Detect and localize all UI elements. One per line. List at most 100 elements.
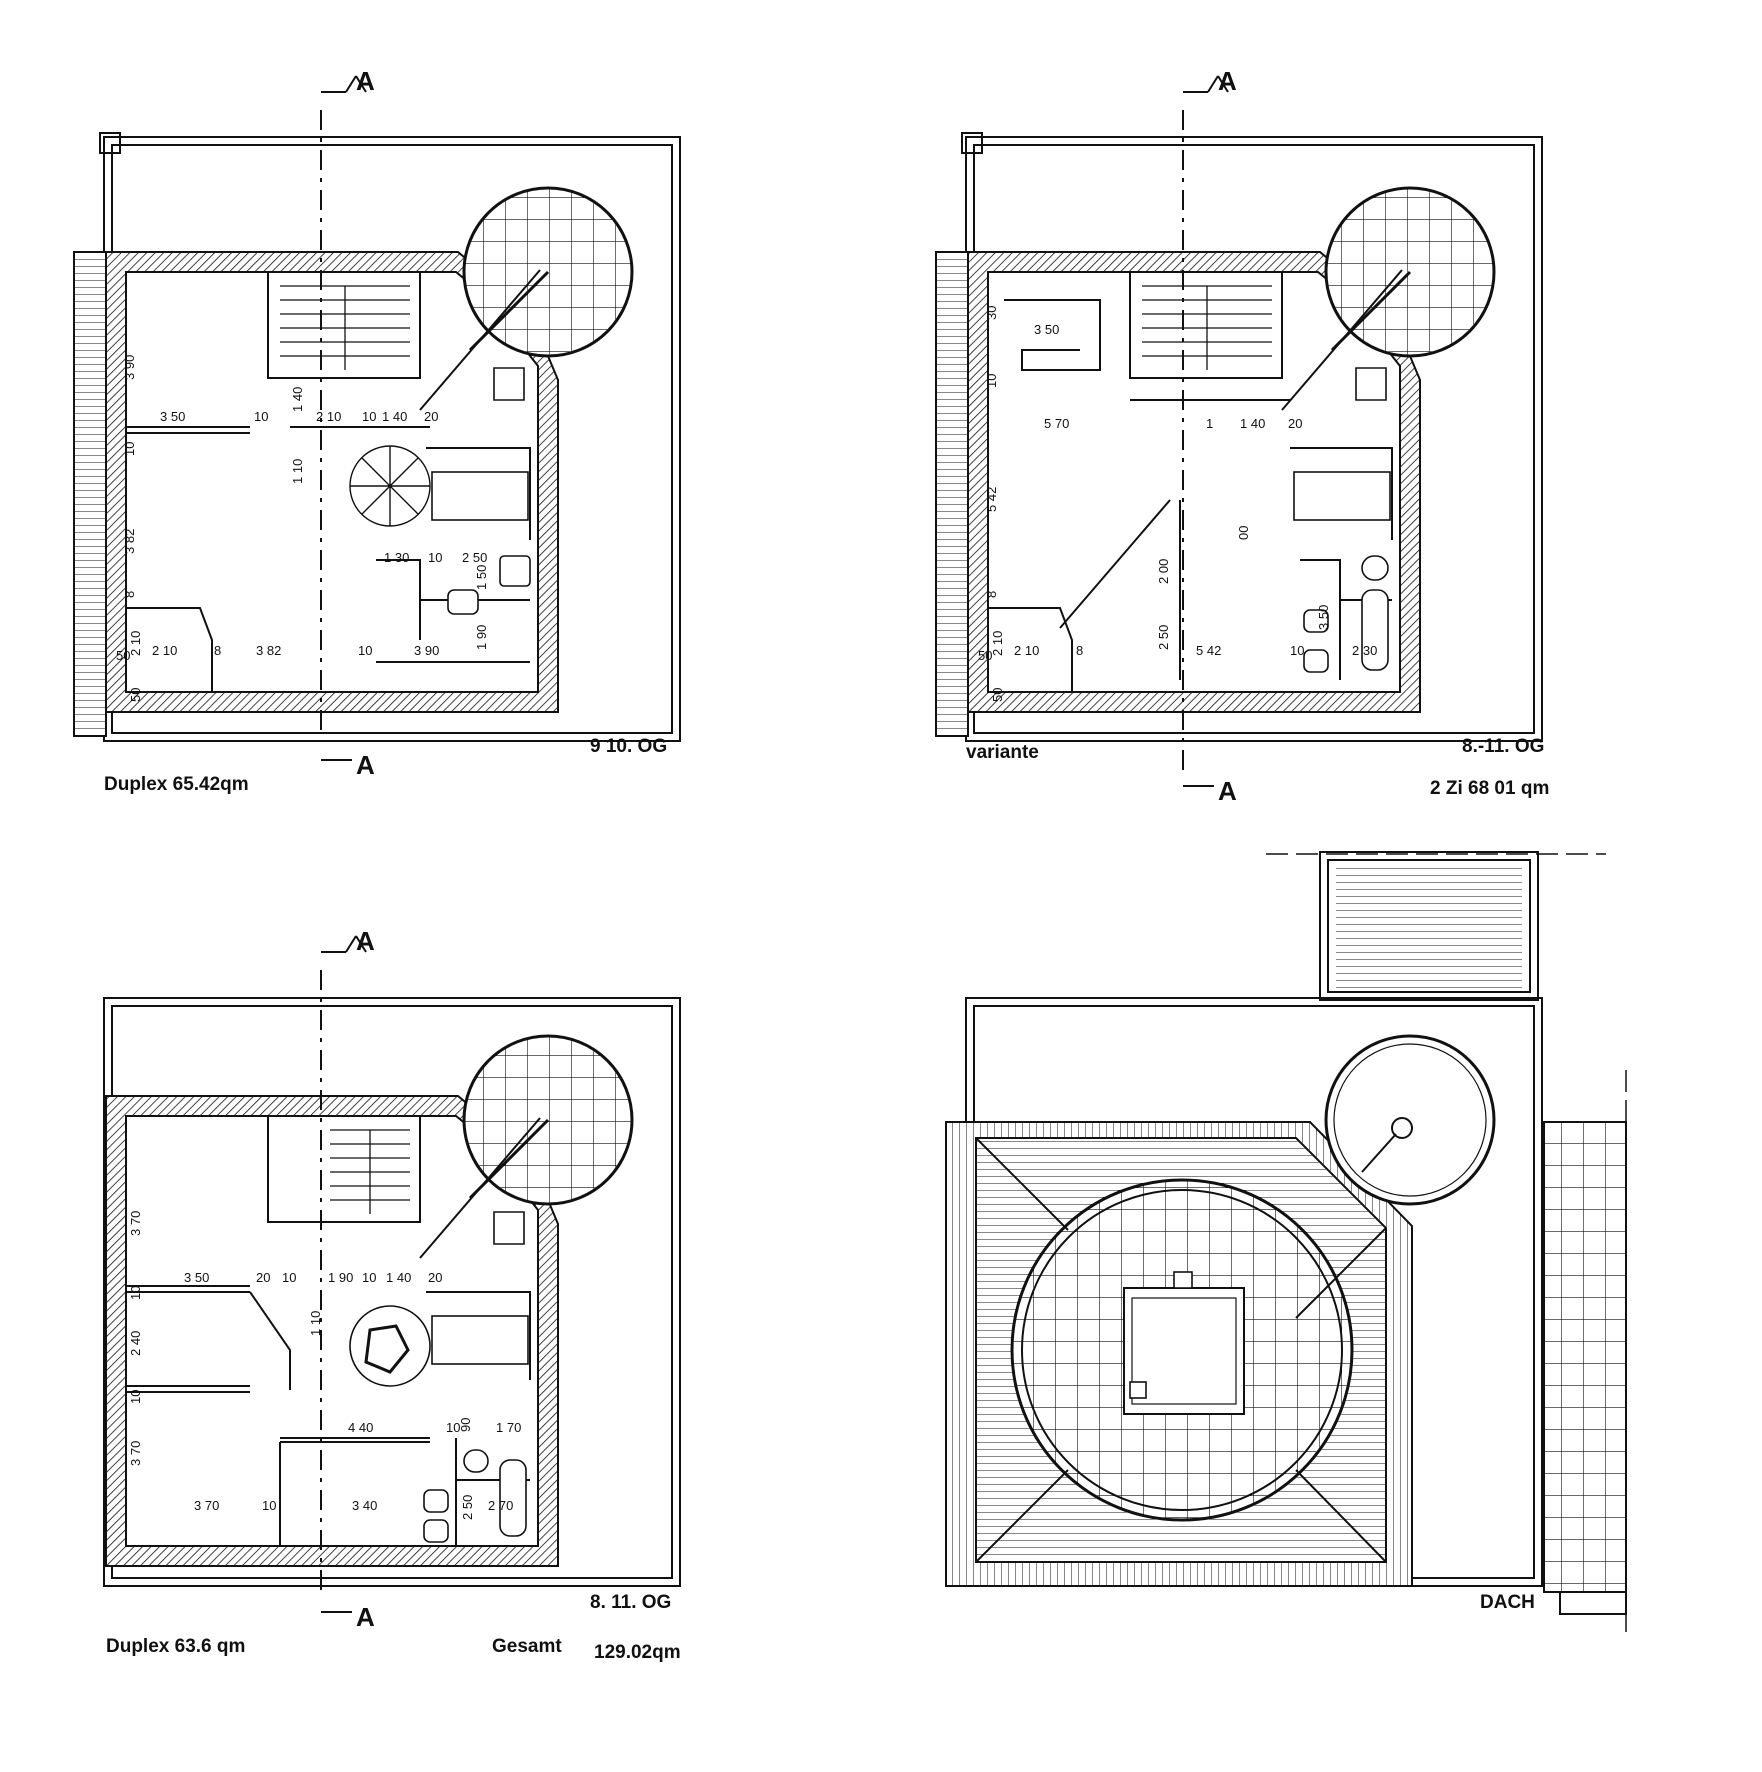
dim-17: 3 70: [194, 1498, 219, 1513]
dim-8: 10: [128, 1286, 143, 1300]
dim-15: 1 70: [496, 1420, 521, 1435]
balcony-rail: [73, 251, 107, 737]
dim-19: 50: [978, 648, 992, 663]
dim-1: 3 50: [184, 1270, 209, 1285]
round-stair-tower: [419, 1034, 634, 1259]
stair-flight: [280, 285, 410, 370]
dim-4: 1 40: [382, 409, 407, 424]
dim-3: 10: [362, 409, 376, 424]
dim-20: 10: [358, 643, 372, 658]
dim-18: 10: [262, 1498, 276, 1513]
dim-2: 20: [256, 1270, 270, 1285]
exterior-wall: [967, 251, 1421, 713]
dim-0: 30: [984, 306, 999, 320]
dim-7: 5 42: [984, 487, 999, 512]
stair-flight: [330, 1129, 410, 1214]
area-label: Duplex 63.6 qm: [106, 1636, 245, 1657]
floor-label: 8.-11. OG: [1462, 736, 1544, 757]
dim-16: 2 10: [128, 631, 143, 656]
total-value: 129.02qm: [594, 1642, 681, 1663]
section-mark-top: A: [1218, 66, 1237, 96]
dim-1: 3 50: [1034, 322, 1059, 337]
dim-16: 3 70: [128, 1441, 143, 1466]
dim-5: 10: [362, 1270, 376, 1285]
dim-20: 50: [990, 688, 1005, 702]
dim-0: 3 70: [128, 1211, 143, 1236]
spiral-stair: [349, 1305, 431, 1387]
dim-11: 2 10: [990, 631, 1005, 656]
floor-label: 8. 11. OG: [590, 1592, 671, 1613]
dim-14: 2 50: [1156, 625, 1171, 650]
dim-18: 8: [214, 643, 221, 658]
dim-5: 1 40: [1240, 416, 1265, 431]
bathroom-fixtures: [431, 367, 531, 615]
dim-12: 2 10: [1014, 643, 1039, 658]
bathroom-fixtures: [1293, 367, 1391, 673]
dim-13: 8: [1076, 643, 1083, 658]
upper-structure: [1319, 851, 1539, 1001]
dim-17: 2 30: [1352, 643, 1377, 658]
dim-12: 4 40: [348, 1420, 373, 1435]
dim-3: 5 70: [1044, 416, 1069, 431]
dim-7: 10: [254, 409, 268, 424]
balcony-rail: [935, 251, 969, 737]
dim-2: 10: [984, 374, 999, 388]
dim-22: 1 90: [474, 625, 489, 650]
area-label: Duplex 65.42qm: [104, 774, 249, 795]
floor-label: 9 10. OG: [590, 736, 667, 757]
roof-surface: [945, 1121, 1413, 1587]
dim-19: 3 82: [256, 643, 281, 658]
dim-21: 3 90: [414, 643, 439, 658]
dim-14: 90: [458, 1418, 473, 1432]
dim-21: 2 70: [488, 1498, 513, 1513]
spiral-stair: [349, 445, 431, 527]
total-label: Gesamt: [492, 1636, 562, 1657]
dim-10: 3 82: [122, 529, 137, 554]
dim-19: 3 40: [352, 1498, 377, 1513]
section-line: [1182, 75, 1229, 787]
exterior-wall: [105, 1095, 559, 1567]
section-mark-bottom: A: [356, 750, 375, 780]
dim-24: 50: [128, 688, 143, 702]
dim-10: 8: [984, 591, 999, 598]
dim-15: 8: [122, 591, 137, 598]
stair-flight: [1142, 285, 1272, 370]
interior-walls: [126, 1116, 531, 1546]
dim-20: 2 50: [460, 1495, 475, 1520]
bathroom-fixtures: [423, 1211, 529, 1543]
dim-9: 1 10: [290, 459, 305, 484]
section-line: [320, 75, 367, 761]
dim-5: 20: [424, 409, 438, 424]
terrace-outline: [103, 997, 681, 1587]
section-mark-bottom: A: [356, 1602, 375, 1632]
dim-15: 5 42: [1196, 643, 1221, 658]
dim-6: 20: [1288, 416, 1302, 431]
roof-plan: DACH: [945, 851, 1627, 1640]
dim-9: 2 00: [1156, 559, 1171, 584]
dim-7: 20: [428, 1270, 442, 1285]
dim-14: 1 50: [474, 565, 489, 590]
roof-ridges: [975, 1137, 1387, 1563]
floor-plan-9-10-og: 3 50 1 40 2 10 10 1 40 20 3 90 10 10 1 1…: [73, 66, 681, 795]
dim-3: 10: [282, 1270, 296, 1285]
floor-label: DACH: [1480, 1592, 1535, 1613]
dim-12: 10: [428, 550, 442, 565]
section-mark-top: A: [356, 66, 375, 96]
dim-13: 10: [446, 1420, 460, 1435]
dim-6: 1 40: [386, 1270, 411, 1285]
dim-16: 10: [1290, 643, 1304, 658]
dim-4: 1: [1206, 416, 1213, 431]
interior-walls: [988, 272, 1393, 692]
dim-2: 2 10: [316, 409, 341, 424]
dim-11: 10: [128, 1390, 143, 1404]
dim-10: 1 10: [308, 1311, 323, 1336]
round-stair-tower: [1281, 186, 1496, 411]
dim-0: 3 50: [160, 409, 185, 424]
floor-plan-8-11-og-variant: 30 3 50 10 5 70 1 1 40 20 5 42 00 2 00 8…: [935, 66, 1549, 806]
exterior-wall: [105, 251, 559, 713]
variant-label: variante: [966, 742, 1039, 763]
dim-9: 2 40: [128, 1331, 143, 1356]
dim-17: 2 10: [152, 643, 177, 658]
floor-plan-8-11-og: 3 70 3 50 20 10 1 90 10 1 40 20 10 2 40 …: [103, 926, 681, 1663]
